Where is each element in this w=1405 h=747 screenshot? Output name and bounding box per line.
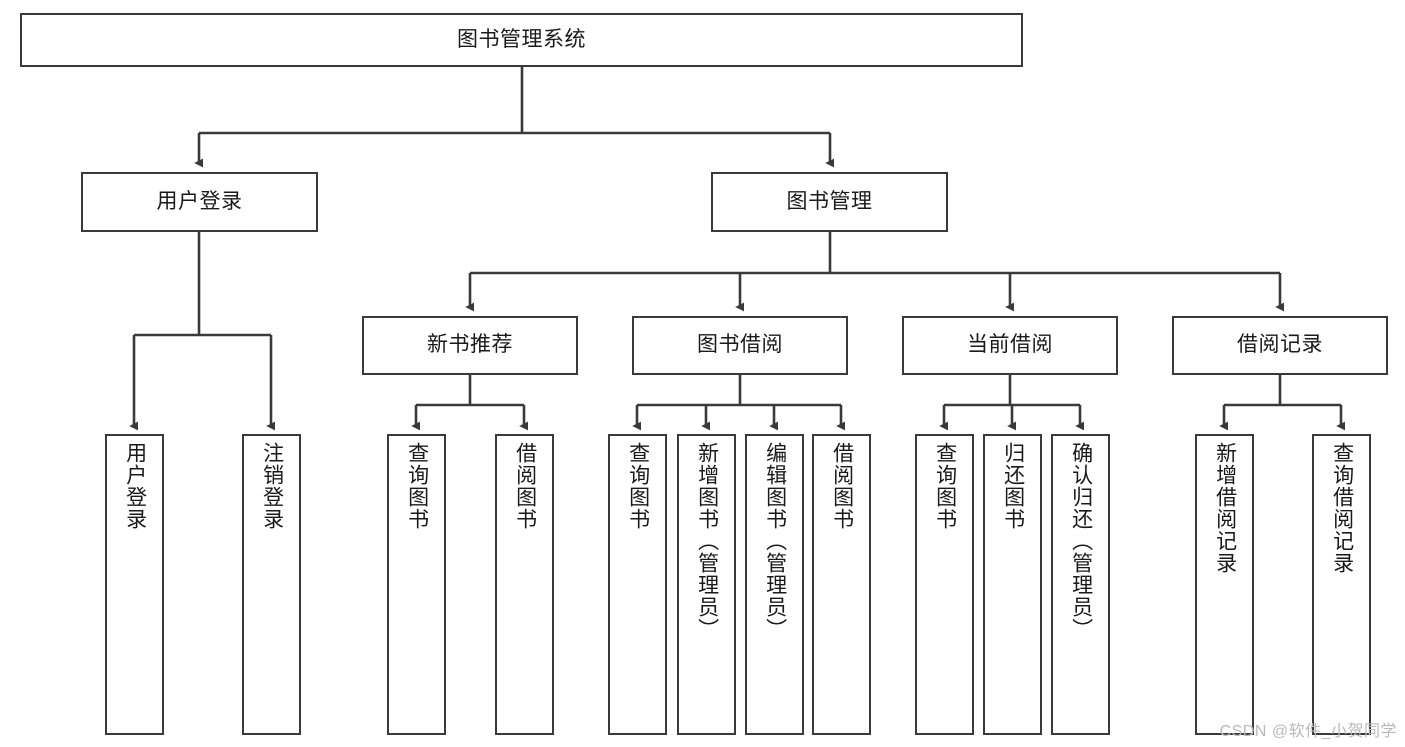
node-user-login-label: 用户登录 xyxy=(156,189,243,213)
leaf-borrow-query-book[interactable]: 查询图书 xyxy=(608,434,667,735)
node-current-borrow[interactable]: 当前借阅 xyxy=(902,316,1118,375)
node-book-management-label: 图书管理 xyxy=(786,189,873,213)
leaf-records-add[interactable]: 新增借阅记录 xyxy=(1195,434,1254,735)
leaf-user-login-signout[interactable]: 注销登录 xyxy=(242,434,301,735)
node-book-borrow-label: 图书借阅 xyxy=(697,333,783,357)
node-borrow-records[interactable]: 借阅记录 xyxy=(1172,316,1388,375)
leaf-new-books-query-label: 查询图书 xyxy=(405,442,429,530)
leaf-borrow-borrow-book-label: 借阅图书 xyxy=(830,442,854,530)
node-book-borrow[interactable]: 图书借阅 xyxy=(632,316,848,375)
leaf-borrow-edit-book[interactable]: 编辑图书（管理员） xyxy=(745,434,804,735)
node-root[interactable]: 图书管理系统 xyxy=(20,13,1023,67)
leaf-borrow-edit-book-label: 编辑图书（管理员） xyxy=(763,442,787,640)
leaf-new-books-borrow-label: 借阅图书 xyxy=(513,442,537,530)
leaf-records-add-label: 新增借阅记录 xyxy=(1213,442,1237,574)
leaf-current-confirm-return-label: 确认归还（管理员） xyxy=(1069,442,1093,640)
leaf-current-query-book[interactable]: 查询图书 xyxy=(915,434,974,735)
node-user-login[interactable]: 用户登录 xyxy=(81,172,318,232)
leaf-borrow-borrow-book[interactable]: 借阅图书 xyxy=(812,434,871,735)
leaf-user-login-signout-label: 注销登录 xyxy=(260,442,284,530)
leaf-current-return-book[interactable]: 归还图书 xyxy=(983,434,1042,735)
leaf-current-confirm-return[interactable]: 确认归还（管理员） xyxy=(1051,434,1110,735)
leaf-current-return-book-label: 归还图书 xyxy=(1001,442,1025,530)
leaf-user-login-signin-label: 用户登录 xyxy=(123,442,147,530)
node-new-book-recommend-label: 新书推荐 xyxy=(427,333,513,357)
node-borrow-records-label: 借阅记录 xyxy=(1237,333,1323,357)
node-current-borrow-label: 当前借阅 xyxy=(967,333,1053,357)
node-new-book-recommend[interactable]: 新书推荐 xyxy=(362,316,578,375)
leaf-borrow-add-book[interactable]: 新增图书（管理员） xyxy=(677,434,736,735)
leaf-records-query-label: 查询借阅记录 xyxy=(1330,442,1354,574)
node-book-management[interactable]: 图书管理 xyxy=(711,172,948,232)
leaf-borrow-add-book-label: 新增图书（管理员） xyxy=(695,442,719,640)
leaf-borrow-query-book-label: 查询图书 xyxy=(626,442,650,530)
node-root-label: 图书管理系统 xyxy=(457,27,586,51)
leaf-records-query[interactable]: 查询借阅记录 xyxy=(1312,434,1371,735)
leaf-user-login-signin[interactable]: 用户登录 xyxy=(105,434,164,735)
leaf-current-query-book-label: 查询图书 xyxy=(933,442,957,530)
leaf-new-books-borrow[interactable]: 借阅图书 xyxy=(495,434,554,735)
leaf-new-books-query[interactable]: 查询图书 xyxy=(387,434,446,735)
